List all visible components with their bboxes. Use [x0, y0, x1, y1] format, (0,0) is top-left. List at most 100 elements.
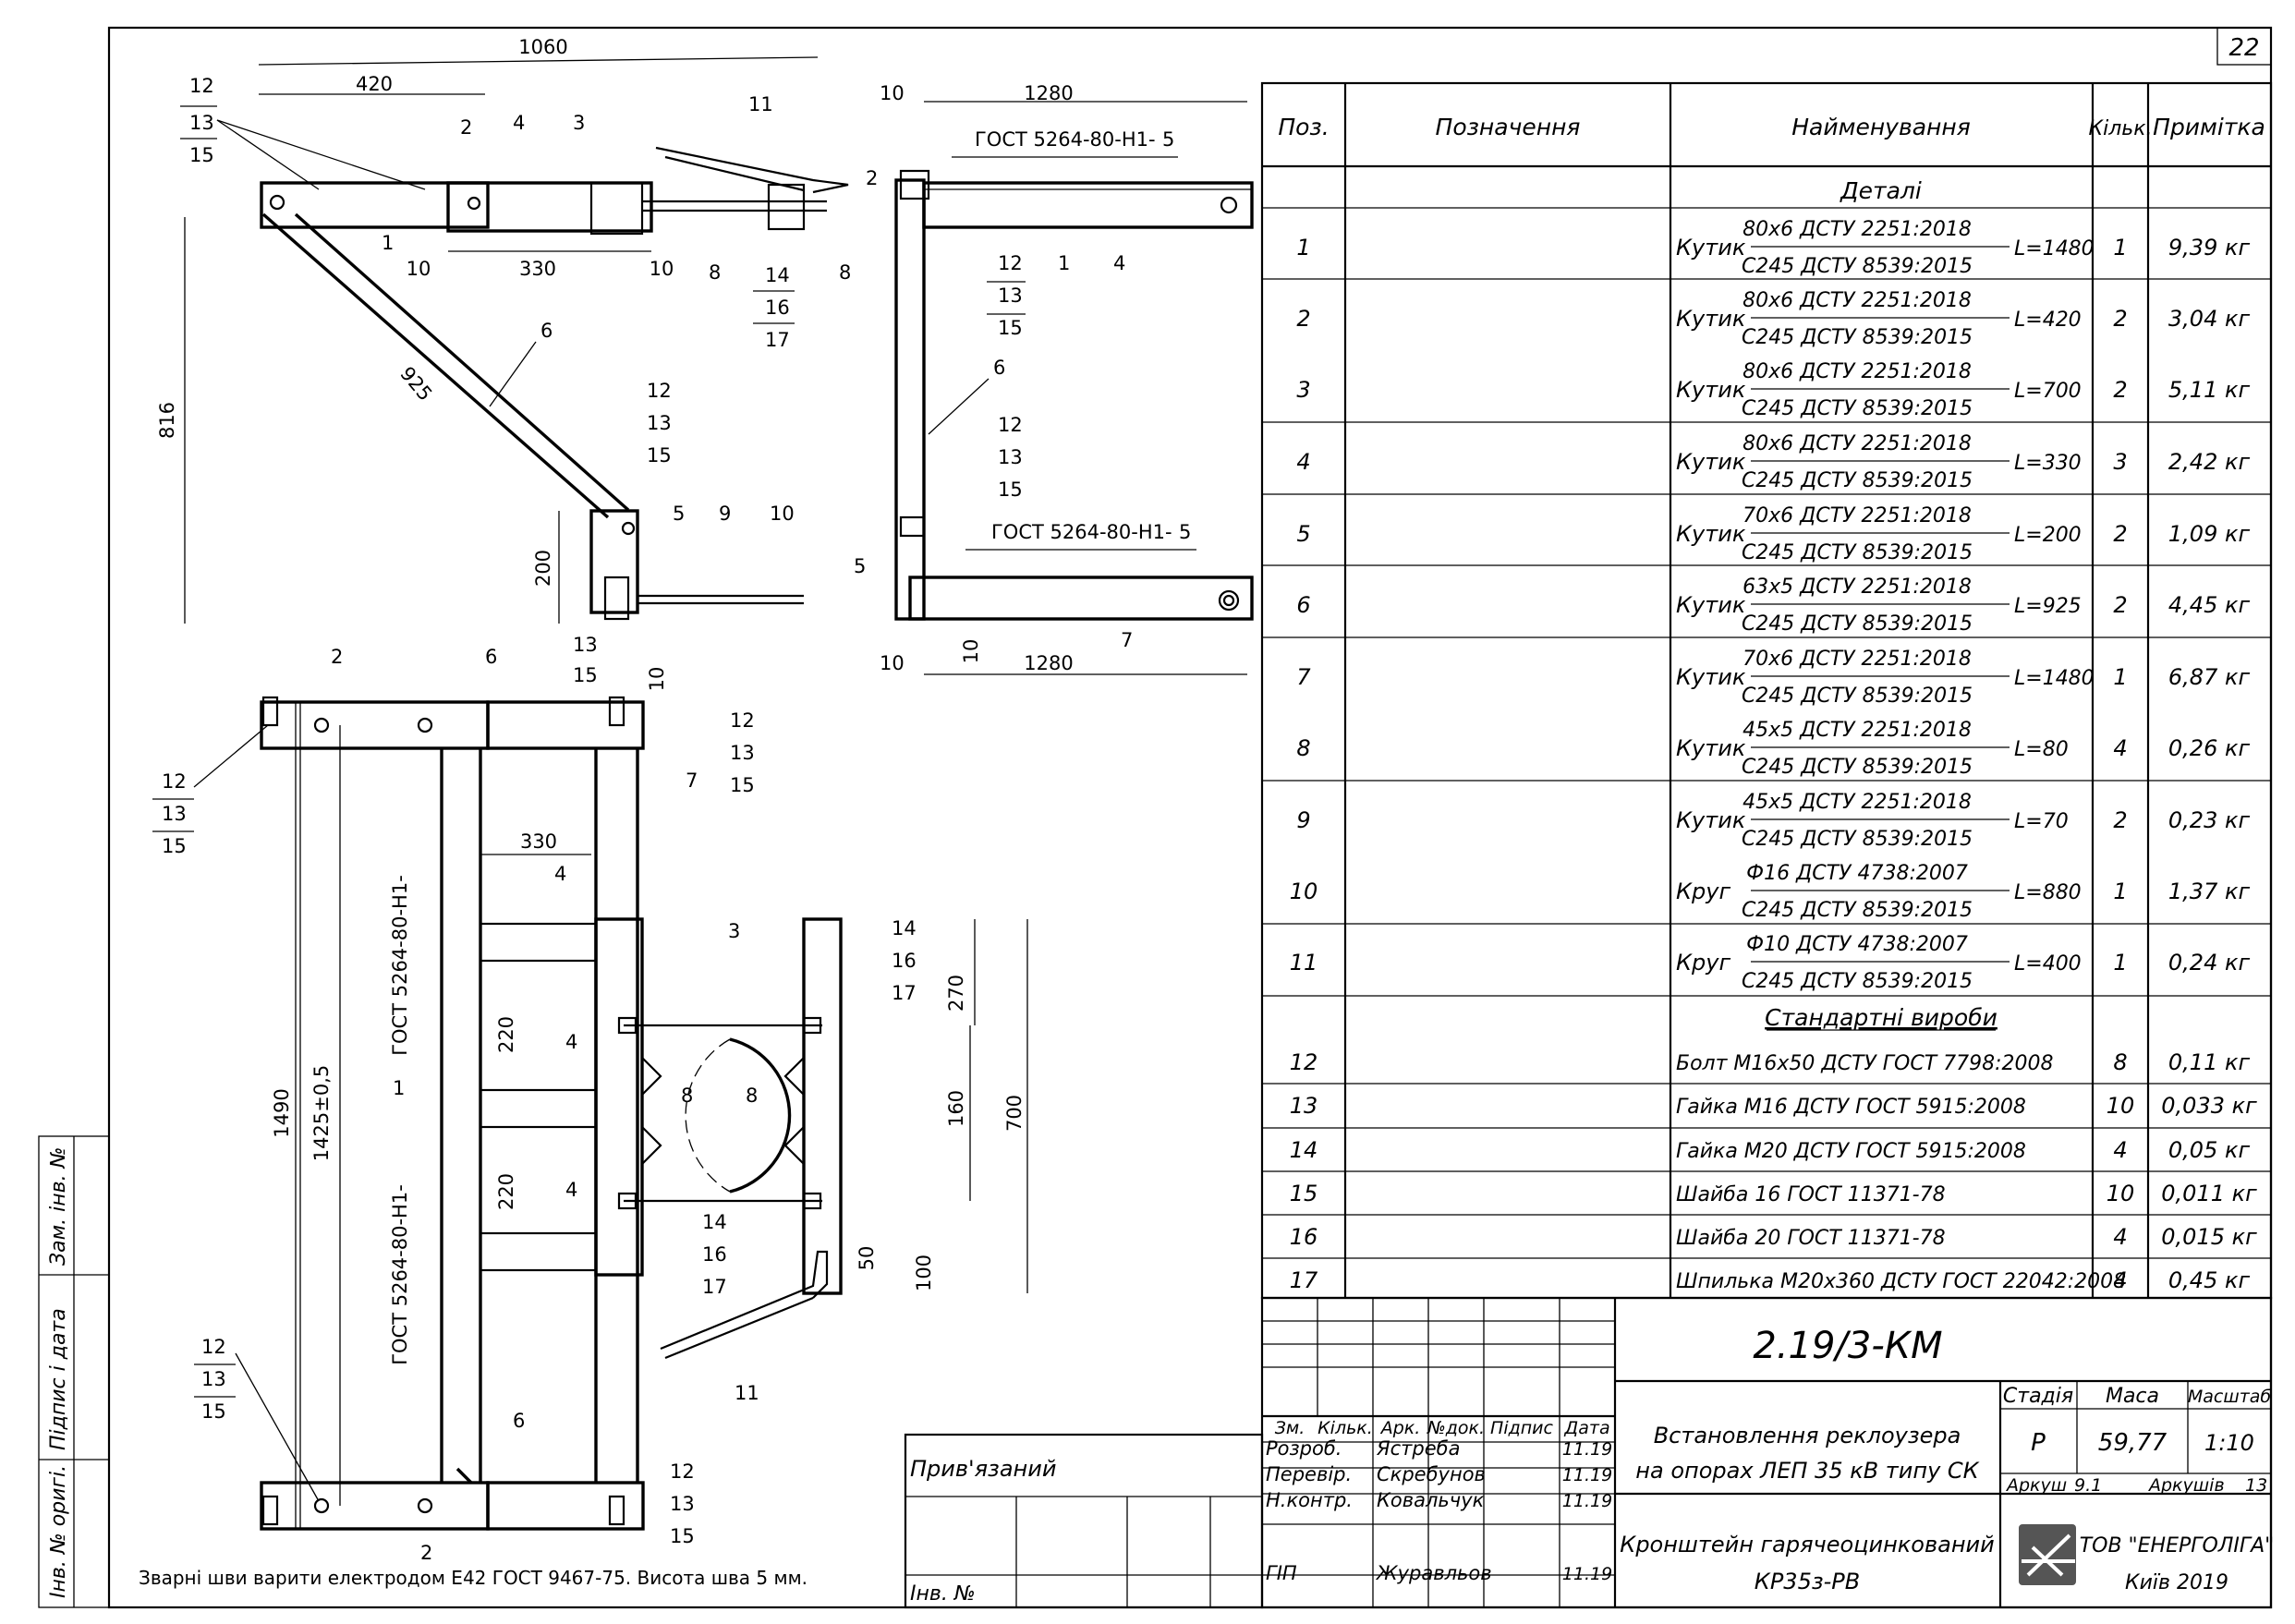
dim-220-b: 220 — [495, 1173, 517, 1210]
pv-callout-12: 12 — [162, 770, 187, 793]
row-qty: 1 — [2113, 664, 2127, 690]
title-block — [1260, 1296, 2273, 1609]
callout-2: 2 — [460, 116, 472, 139]
callout-16: 16 — [765, 297, 790, 319]
row-profile: 80x6 ДСТУ 2251:2018 — [1742, 289, 1972, 312]
callout-17: 17 — [765, 329, 790, 351]
row-note: 0,24 кг — [2168, 950, 2251, 976]
dim-10-b: 10 — [650, 258, 674, 280]
pv-callout-6-b: 6 — [513, 1410, 525, 1432]
person-date: 11.19 — [1562, 1564, 1612, 1584]
org-city-year: Київ 2019 — [2125, 1571, 2228, 1594]
callout-9: 9 — [719, 503, 731, 525]
pv-callout-13-br: 13 — [670, 1493, 695, 1515]
mass-label: Маса — [2106, 1385, 2159, 1408]
row-qty: 10 — [2107, 1093, 2135, 1119]
callout-12: 12 — [189, 75, 214, 97]
row-type: Кутик — [1676, 306, 1746, 332]
dim-1280-bottom: 1280 — [1024, 652, 1073, 674]
row-note: 0,05 кг — [2168, 1137, 2251, 1163]
fv-callout-12-b: 12 — [998, 414, 1023, 436]
sheet-number: 22 — [2228, 34, 2259, 62]
row-note: 1,37 кг — [2168, 879, 2251, 904]
person-role: Розроб. — [1266, 1437, 1342, 1460]
header-pos: Поз. — [1278, 114, 1329, 140]
row-qty: 1 — [2113, 950, 2127, 976]
pv-callout-14-b: 14 — [702, 1211, 727, 1233]
row-length: L=70 — [2014, 810, 2069, 833]
welding-note: Зварні шви варити електродом Е42 ГОСТ 94… — [139, 1567, 808, 1589]
person-name: Скребунов — [1377, 1463, 1486, 1485]
row-pos: 2 — [1296, 306, 1310, 332]
plan-view-callouts: 2 6 12 13 15 12 13 15 7 4 4 4 1 3 8 8 14… — [152, 646, 917, 1564]
side-view-callouts: 12 13 15 2 4 3 11 1 8 8 14 16 17 6 12 13… — [180, 75, 851, 686]
row-note: 0,11 кг — [2168, 1049, 2251, 1075]
pv-callout-3: 3 — [728, 920, 740, 942]
stage-value: Р — [2031, 1429, 2046, 1457]
pv-callout-4-c: 4 — [565, 1179, 577, 1201]
dim-10-a: 10 — [407, 258, 431, 280]
pv-callout-11: 11 — [735, 1382, 759, 1404]
weld-top-size: 5 — [1162, 128, 1174, 151]
dim-270: 270 — [945, 975, 967, 1012]
dim-10-c: 10 — [646, 667, 668, 692]
row-qty: 2 — [2113, 306, 2127, 332]
dim-1425: 1425±0,5 — [310, 1065, 333, 1161]
fv-callout-1: 1 — [1058, 252, 1070, 274]
dim-100: 100 — [913, 1254, 935, 1291]
row-note: 5,11 кг — [2168, 377, 2251, 403]
dim-200: 200 — [532, 550, 554, 587]
row-note: 0,23 кг — [2168, 807, 2251, 833]
row-profile: 80x6 ДСТУ 2251:2018 — [1742, 360, 1972, 383]
row-type: Круг — [1676, 950, 1730, 976]
pv-callout-12-bl: 12 — [201, 1336, 226, 1358]
row-qty: 1 — [2113, 235, 2127, 261]
row-name: Шпилька М20х360 ДСТУ ГОСТ 22042:2008 — [1676, 1270, 2126, 1293]
side-stamp-signature: Підпис і дата — [47, 1308, 70, 1450]
pv-callout-1: 1 — [393, 1077, 405, 1099]
row-qty: 2 — [2113, 377, 2127, 403]
row-pos: 12 — [1290, 1049, 1318, 1075]
row-name: Шайба 16 ГОСТ 11371-78 — [1676, 1183, 1946, 1206]
section-standard: Стандартні вироби — [1765, 1004, 1998, 1031]
row-steel: С245 ДСТУ 8539:2015 — [1742, 326, 1973, 349]
callout-10: 10 — [770, 503, 795, 525]
callout-4: 4 — [513, 112, 525, 134]
pv-callout-15-br: 15 — [670, 1525, 695, 1547]
row-name: Шайба 20 ГОСТ 11371-78 — [1676, 1227, 1946, 1250]
row-type: Круг — [1676, 879, 1730, 904]
row-length: L=400 — [2014, 952, 2082, 976]
row-profile: 70x6 ДСТУ 2251:2018 — [1742, 504, 1972, 527]
row-profile: 45x5 ДСТУ 2251:2018 — [1742, 719, 1972, 742]
row-qty: 2 — [2113, 521, 2127, 547]
pv-callout-16-b: 16 — [702, 1243, 727, 1266]
row-pos: 13 — [1290, 1093, 1318, 1119]
dim-10-front-side: 10 — [960, 639, 982, 664]
callout-5: 5 — [673, 503, 685, 525]
callout-13-c: 13 — [573, 634, 598, 656]
row-note: 3,04 кг — [2168, 306, 2251, 332]
col-date: Дата — [1563, 1418, 1609, 1438]
stage-label: Стадія — [2003, 1385, 2073, 1408]
row-length: L=330 — [2014, 452, 2082, 475]
row-profile: 63x5 ДСТУ 2251:2018 — [1742, 576, 1972, 599]
pv-callout-15-bl: 15 — [201, 1400, 226, 1423]
callout-15-b: 15 — [647, 444, 672, 467]
dim-1280-top: 1280 — [1024, 82, 1073, 104]
pv-callout-12-br: 12 — [670, 1460, 695, 1483]
row-pos: 10 — [1290, 879, 1318, 904]
row-type: Кутик — [1676, 664, 1746, 690]
person-date: 11.19 — [1562, 1491, 1612, 1511]
inv-label: Інв. № — [910, 1582, 976, 1606]
callout-8-a: 8 — [709, 261, 721, 284]
fv-callout-15: 15 — [998, 317, 1023, 339]
pv-callout-15: 15 — [162, 835, 187, 857]
